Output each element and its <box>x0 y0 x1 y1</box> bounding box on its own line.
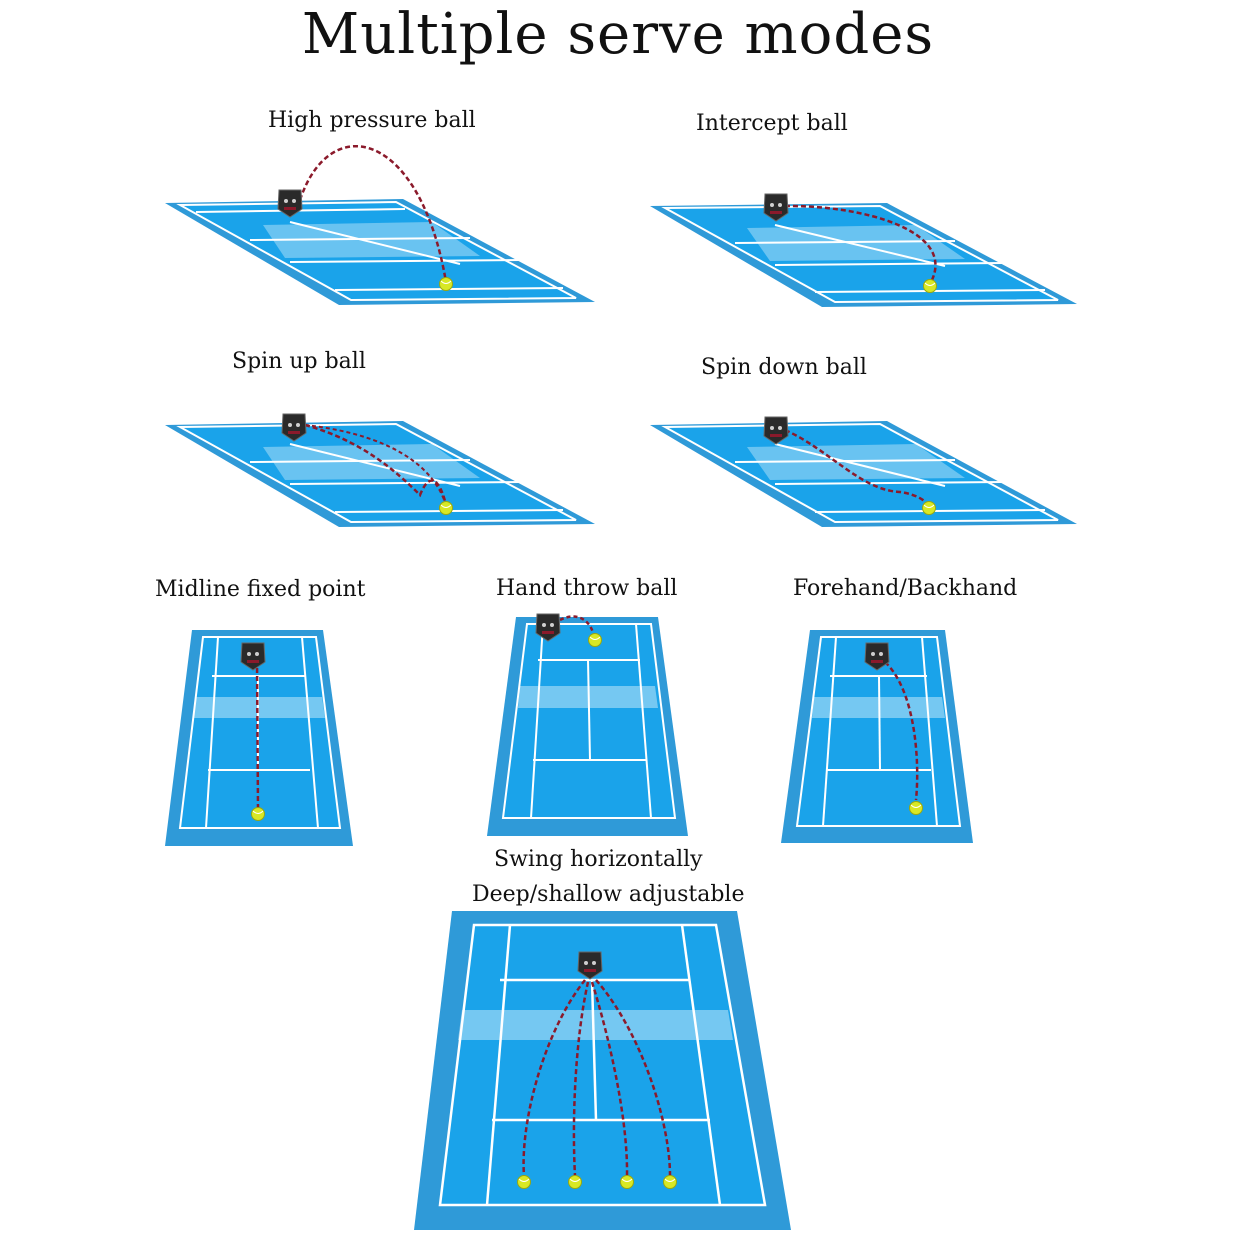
court-spin-down <box>650 416 1077 527</box>
mode-label-intercept: Intercept ball <box>696 111 848 136</box>
court-forehand-backhand <box>781 630 973 843</box>
mode-label-forehand-backhand: Forehand/Backhand <box>793 576 1018 601</box>
page-title: Multiple serve modes <box>301 2 935 67</box>
mode-label-hand-throw: Hand throw ball <box>496 576 678 601</box>
court-swing <box>414 911 791 1230</box>
court-midline <box>165 630 353 846</box>
court-hand-throw <box>487 613 688 836</box>
court-high-pressure <box>165 145 595 305</box>
court-intercept <box>650 193 1077 307</box>
court-spin-up <box>165 413 595 527</box>
mode-label-high-pressure: High pressure ball <box>268 108 476 133</box>
mode-label-midline: Midline fixed point <box>155 577 366 602</box>
mode-label-swing: Swing horizontally <box>494 847 703 872</box>
mode-label-spin-up: Spin up ball <box>232 349 366 374</box>
mode-label-deep-shallow: Deep/shallow adjustable <box>472 882 745 907</box>
mode-label-spin-down: Spin down ball <box>701 355 867 380</box>
